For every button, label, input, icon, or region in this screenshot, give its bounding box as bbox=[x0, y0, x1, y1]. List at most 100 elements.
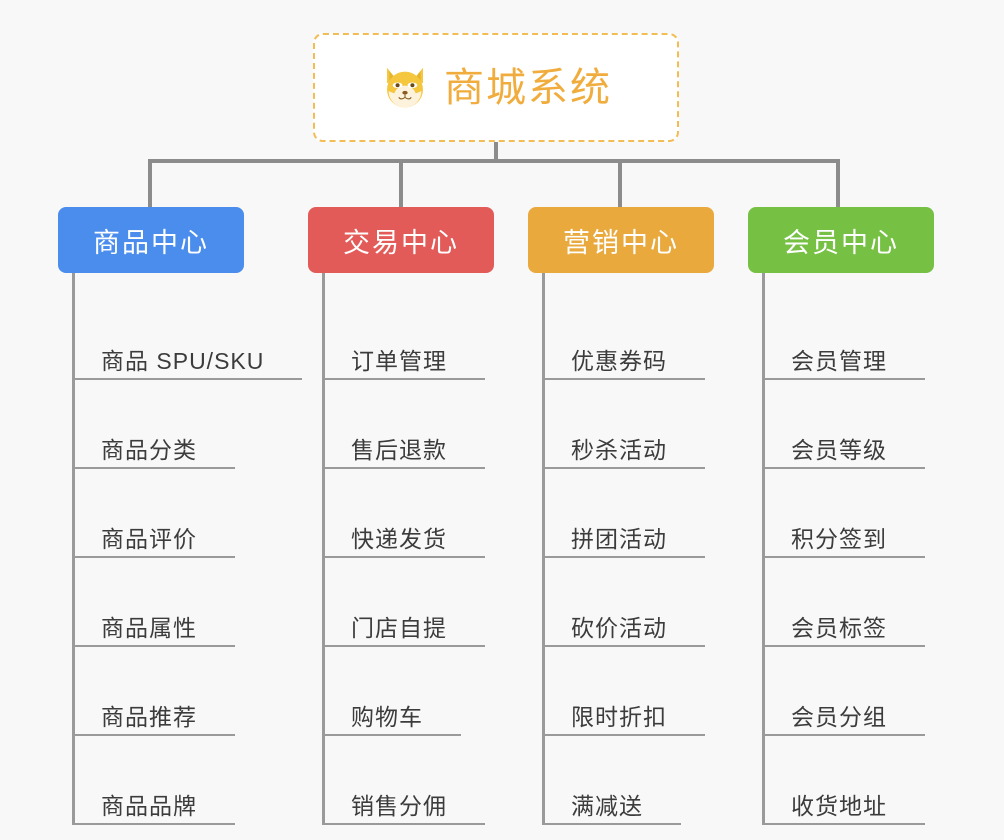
leaf-item[interactable]: 优惠券码 bbox=[528, 291, 714, 380]
leaf-item-label: 会员标签 bbox=[791, 615, 887, 641]
leaf-item-label: 优惠券码 bbox=[571, 348, 667, 374]
leaf-item-label: 商品分类 bbox=[101, 437, 197, 463]
root-node[interactable]: 商城系统 bbox=[313, 33, 679, 142]
leaf-item[interactable]: 商品属性 bbox=[58, 558, 244, 647]
leaf-item-label: 满减送 bbox=[571, 793, 643, 819]
leaf-underline bbox=[542, 823, 681, 825]
leaf-item-label: 积分签到 bbox=[791, 526, 887, 552]
connector-root-stem bbox=[494, 142, 498, 159]
leaf-underline bbox=[322, 823, 485, 825]
leaf-item[interactable]: 门店自提 bbox=[308, 558, 494, 647]
leaf-item-label: 商品品牌 bbox=[101, 793, 197, 819]
leaf-underline bbox=[762, 467, 925, 469]
leaf-underline bbox=[542, 467, 705, 469]
leaf-item[interactable]: 商品评价 bbox=[58, 469, 244, 558]
leaf-item[interactable]: 满减送 bbox=[528, 736, 714, 825]
leaf-underline bbox=[762, 734, 925, 736]
leaf-item[interactable]: 会员等级 bbox=[748, 380, 934, 469]
leaf-item-label: 快递发货 bbox=[351, 526, 447, 552]
category-column-3: 营销中心优惠券码秒杀活动拼团活动砍价活动限时折扣满减送 bbox=[528, 207, 714, 825]
leaf-list-2: 订单管理售后退款快递发货门店自提购物车销售分佣 bbox=[308, 273, 494, 825]
connector-horizontal-bus bbox=[148, 159, 840, 163]
leaf-item[interactable]: 订单管理 bbox=[308, 291, 494, 380]
trunk-line-2 bbox=[322, 273, 325, 825]
category-header-2[interactable]: 交易中心 bbox=[308, 207, 494, 273]
leaf-item[interactable]: 积分签到 bbox=[748, 469, 934, 558]
shiba-dog-icon bbox=[387, 67, 423, 108]
category-header-label: 营销中心 bbox=[563, 227, 679, 258]
leaf-underline bbox=[72, 645, 235, 647]
leaf-underline bbox=[72, 467, 235, 469]
leaf-underline bbox=[762, 645, 925, 647]
trunk-line-3 bbox=[542, 273, 545, 825]
leaf-item[interactable]: 商品品牌 bbox=[58, 736, 244, 825]
leaf-underline bbox=[322, 378, 485, 380]
leaf-underline bbox=[322, 734, 461, 736]
leaf-underline bbox=[322, 645, 485, 647]
category-header-1[interactable]: 商品中心 bbox=[58, 207, 244, 273]
leaf-item[interactable]: 会员管理 bbox=[748, 291, 934, 380]
leaf-item-label: 收货地址 bbox=[791, 793, 887, 819]
trunk-line-1 bbox=[72, 273, 75, 825]
leaf-list-3: 优惠券码秒杀活动拼团活动砍价活动限时折扣满减送 bbox=[528, 273, 714, 825]
leaf-item[interactable]: 会员标签 bbox=[748, 558, 934, 647]
leaf-item-label: 会员分组 bbox=[791, 704, 887, 730]
leaf-item[interactable]: 快递发货 bbox=[308, 469, 494, 558]
leaf-item[interactable]: 收货地址 bbox=[748, 736, 934, 825]
leaf-item-label: 限时折扣 bbox=[571, 704, 667, 730]
leaf-item[interactable]: 售后退款 bbox=[308, 380, 494, 469]
leaf-item[interactable]: 限时折扣 bbox=[528, 647, 714, 736]
leaf-list-1: 商品 SPU/SKU 商品分类商品评价商品属性商品推荐商品品牌 bbox=[58, 273, 302, 825]
leaf-underline bbox=[72, 378, 302, 380]
leaf-underline bbox=[72, 556, 235, 558]
leaf-item-label: 售后退款 bbox=[351, 437, 447, 463]
leaf-item[interactable]: 商品推荐 bbox=[58, 647, 244, 736]
leaf-item-label: 商品评价 bbox=[101, 526, 197, 552]
leaf-underline bbox=[72, 823, 235, 825]
leaf-item-label: 购物车 bbox=[351, 704, 423, 730]
leaf-item-label: 拼团活动 bbox=[571, 526, 667, 552]
category-header-label: 商品中心 bbox=[93, 227, 209, 258]
leaf-item[interactable]: 砍价活动 bbox=[528, 558, 714, 647]
leaf-item-label: 门店自提 bbox=[351, 615, 447, 641]
leaf-underline bbox=[762, 378, 925, 380]
leaf-underline bbox=[762, 556, 925, 558]
leaf-underline bbox=[542, 556, 705, 558]
trunk-line-4 bbox=[762, 273, 765, 825]
leaf-item-label: 会员管理 bbox=[791, 348, 887, 374]
leaf-item-label: 会员等级 bbox=[791, 437, 887, 463]
leaf-item-label: 订单管理 bbox=[351, 348, 447, 374]
leaf-item[interactable]: 商品分类 bbox=[58, 380, 244, 469]
connector-drop-1 bbox=[148, 159, 152, 207]
category-column-4: 会员中心会员管理会员等级积分签到会员标签会员分组收货地址 bbox=[748, 207, 934, 825]
category-header-label: 交易中心 bbox=[343, 227, 459, 258]
leaf-underline bbox=[72, 734, 235, 736]
leaf-underline bbox=[762, 823, 925, 825]
leaf-item[interactable]: 销售分佣 bbox=[308, 736, 494, 825]
leaf-item[interactable]: 商品 SPU/SKU bbox=[58, 291, 302, 380]
connector-drop-3 bbox=[618, 159, 622, 207]
connector-drop-4 bbox=[836, 159, 840, 207]
leaf-underline bbox=[322, 467, 485, 469]
leaf-item[interactable]: 拼团活动 bbox=[528, 469, 714, 558]
connector-drop-2 bbox=[399, 159, 403, 207]
leaf-item[interactable]: 购物车 bbox=[308, 647, 494, 736]
leaf-underline bbox=[322, 556, 485, 558]
category-header-4[interactable]: 会员中心 bbox=[748, 207, 934, 273]
category-header-3[interactable]: 营销中心 bbox=[528, 207, 714, 273]
leaf-item-label: 商品推荐 bbox=[101, 704, 197, 730]
leaf-item-label: 商品属性 bbox=[101, 615, 197, 641]
root-title: 商城系统 bbox=[444, 65, 612, 110]
leaf-underline bbox=[542, 645, 705, 647]
leaf-underline bbox=[542, 734, 705, 736]
category-header-label: 会员中心 bbox=[783, 227, 899, 258]
leaf-item-label: 商品 SPU/SKU bbox=[101, 348, 265, 374]
leaf-item-label: 砍价活动 bbox=[571, 615, 667, 641]
leaf-item-label: 销售分佣 bbox=[351, 793, 447, 819]
leaf-item-label: 秒杀活动 bbox=[571, 437, 667, 463]
leaf-item[interactable]: 会员分组 bbox=[748, 647, 934, 736]
category-column-1: 商品中心商品 SPU/SKU 商品分类商品评价商品属性商品推荐商品品牌 bbox=[58, 207, 302, 825]
leaf-item[interactable]: 秒杀活动 bbox=[528, 380, 714, 469]
leaf-underline bbox=[542, 378, 705, 380]
